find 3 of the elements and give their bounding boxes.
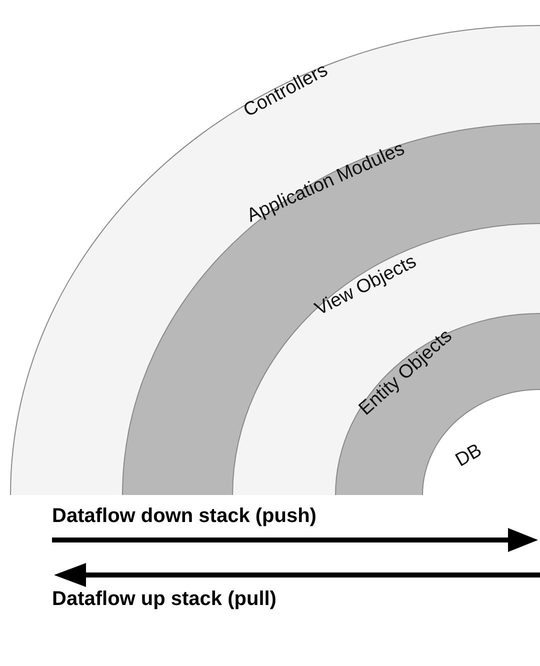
layer-label: DB — [452, 440, 486, 472]
flow-caption: Dataflow up stack (pull) — [52, 588, 276, 611]
flow-caption: Dataflow down stack (push) — [52, 505, 316, 528]
